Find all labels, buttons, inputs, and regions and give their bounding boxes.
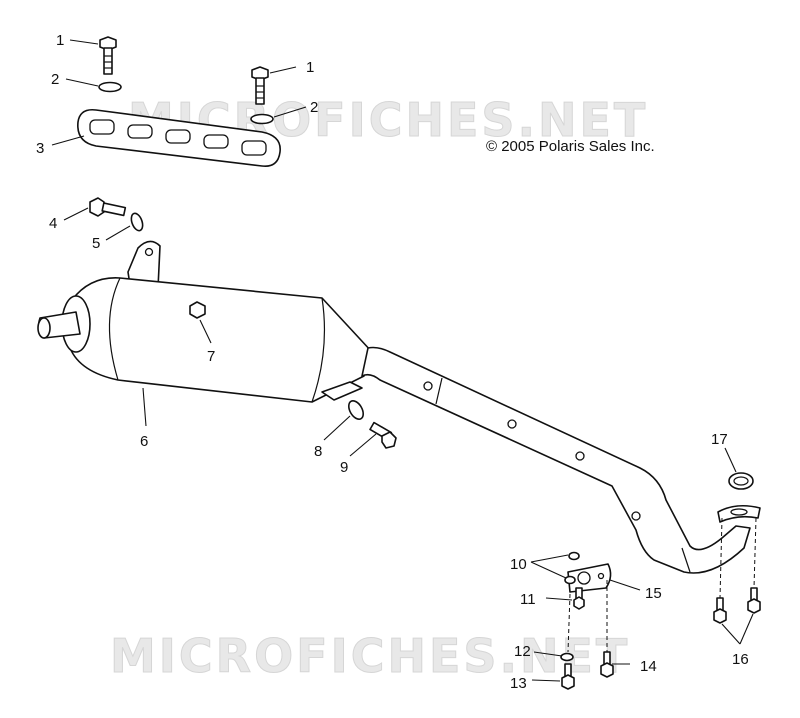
callout-2-right: 2	[310, 99, 318, 116]
callout-9: 9	[340, 459, 348, 476]
watermark-bottom: MICROFICHES.NET	[110, 629, 630, 683]
bolt-part-16-right	[747, 587, 761, 614]
bracket-part-15	[567, 563, 612, 593]
muffler-part-6	[37, 240, 373, 403]
bolt-part-1-right	[251, 66, 269, 105]
callout-4: 4	[49, 215, 57, 232]
nut-part-10	[564, 551, 580, 585]
bolt-part-16-left	[713, 597, 727, 624]
callout-15: 15	[645, 585, 662, 602]
callout-17: 17	[711, 431, 728, 448]
bolt-part-1-left	[99, 36, 117, 75]
callout-1-right: 1	[306, 59, 314, 76]
washer-part-12	[560, 652, 574, 662]
callout-13: 13	[510, 675, 527, 692]
callout-7: 7	[207, 348, 215, 365]
bolt-part-13	[561, 663, 575, 690]
callout-6: 6	[140, 433, 148, 450]
washer-part-2-right	[250, 113, 274, 125]
callout-14: 14	[640, 658, 657, 675]
bolt-part-4	[89, 197, 127, 217]
callout-2-left: 2	[51, 71, 59, 88]
heat-shield-part-3	[77, 108, 281, 168]
callout-5: 5	[92, 235, 100, 252]
washer-part-2-left	[98, 81, 122, 93]
washer-part-5	[130, 212, 144, 232]
callout-8: 8	[314, 443, 322, 460]
callout-16: 16	[732, 651, 749, 668]
head-pipe	[361, 346, 761, 574]
bolt-part-14	[600, 651, 614, 678]
fitting-part-7	[189, 301, 206, 319]
washer-part-8	[347, 400, 365, 420]
callout-1-left: 1	[56, 32, 64, 49]
callout-10: 10	[510, 556, 527, 573]
callout-12: 12	[514, 643, 531, 660]
callout-11: 11	[520, 591, 536, 608]
gasket-part-17	[728, 472, 754, 490]
callout-3: 3	[36, 140, 44, 157]
bolt-part-9	[369, 421, 397, 449]
bolt-part-11	[573, 587, 585, 610]
copyright-text: © 2005 Polaris Sales Inc.	[486, 138, 655, 155]
